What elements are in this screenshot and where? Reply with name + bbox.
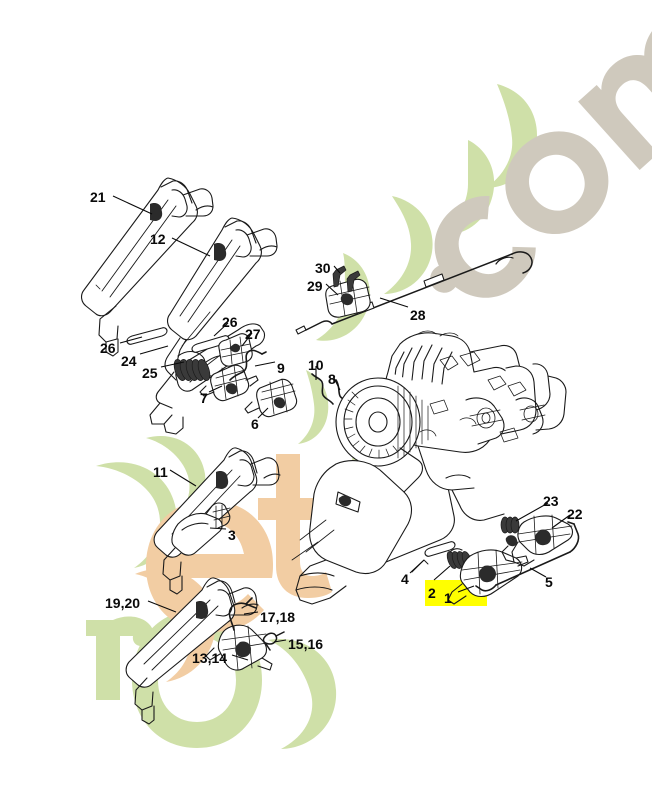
leader-1 bbox=[457, 585, 475, 593]
leader-25 bbox=[160, 361, 185, 368]
callout-label-11: 11 bbox=[153, 464, 168, 480]
part-handle-21 bbox=[81, 177, 214, 357]
callout-label-27: 27 bbox=[245, 326, 261, 342]
part-grommet-29 bbox=[325, 278, 371, 318]
callout-label-9: 9 bbox=[277, 360, 285, 376]
part-trigger-13-14 bbox=[205, 624, 273, 671]
part-spring-23 bbox=[500, 516, 520, 534]
callout-label-15-16: 15,16 bbox=[288, 636, 324, 652]
part-engine-housing bbox=[291, 330, 567, 605]
part-wire-17-18 bbox=[228, 597, 257, 631]
callout-label-1: 1 bbox=[444, 590, 452, 606]
leader-1920 bbox=[147, 600, 177, 613]
callout-label-26: 26 bbox=[100, 340, 116, 356]
part-pin-26-left bbox=[126, 327, 168, 345]
leader-1718 bbox=[243, 611, 259, 615]
callout-label-22: 22 bbox=[567, 506, 583, 522]
callout-label-17-18: 17,18 bbox=[260, 609, 296, 625]
leader-5 bbox=[529, 567, 547, 578]
callout-label-19-20: 19,20 bbox=[105, 595, 141, 611]
leader-8 bbox=[333, 377, 341, 391]
leader-23 bbox=[515, 502, 549, 522]
callout-label-2: 2 bbox=[428, 585, 436, 601]
callout-label-10: 10 bbox=[308, 357, 324, 373]
watermark-domain-text bbox=[430, 13, 652, 298]
part-screws-30 bbox=[332, 265, 361, 293]
leader-27 bbox=[241, 332, 253, 347]
part-handle-19-20 bbox=[125, 577, 259, 725]
leader-1516 bbox=[273, 639, 287, 643]
callout-label-7: 7 bbox=[200, 390, 208, 406]
leader-12 bbox=[171, 237, 211, 257]
callout-label-8: 8 bbox=[328, 371, 336, 387]
leader-21 bbox=[112, 195, 153, 215]
callout-label-3: 3 bbox=[228, 527, 236, 543]
leader-3 bbox=[209, 527, 227, 530]
part-spring-25 bbox=[173, 350, 221, 383]
leader-11 bbox=[169, 469, 197, 487]
callout-label-6: 6 bbox=[251, 416, 259, 432]
leader-7 bbox=[208, 385, 223, 393]
callout-label-30: 30 bbox=[315, 260, 331, 276]
callout-label-24: 24 bbox=[121, 353, 137, 369]
part-rod-5 bbox=[475, 521, 580, 592]
part-bracket-27 bbox=[218, 333, 253, 367]
callout-label-12: 12 bbox=[150, 231, 166, 247]
part-latch-3 bbox=[171, 502, 231, 556]
callout-label-28: 28 bbox=[410, 307, 426, 323]
leader-1314 bbox=[231, 654, 249, 661]
callout-label-25: 25 bbox=[142, 365, 158, 381]
part-wire-9 bbox=[229, 349, 267, 381]
callout-label-13-14: 13,14 bbox=[192, 650, 228, 666]
leader-9 bbox=[254, 361, 276, 367]
leader-24 bbox=[139, 345, 169, 355]
callout-label-4: 4 bbox=[401, 571, 409, 587]
part-wire-10 bbox=[311, 373, 334, 405]
leader-26a bbox=[119, 336, 143, 344]
callout-label-5: 5 bbox=[545, 574, 553, 590]
leader-26b bbox=[213, 322, 229, 337]
part-trigger-1-highlighted bbox=[447, 549, 529, 605]
callout-label-29: 29 bbox=[307, 278, 323, 294]
leader-2 bbox=[433, 565, 451, 581]
leader-28 bbox=[379, 297, 409, 308]
leader-22 bbox=[551, 514, 571, 529]
part-assembly-22 bbox=[501, 514, 574, 567]
leader-6 bbox=[257, 407, 269, 419]
part-lever-6 bbox=[244, 378, 298, 418]
leader-4 bbox=[409, 559, 425, 574]
callout-label-23: 23 bbox=[543, 493, 559, 509]
leader-29 bbox=[325, 283, 339, 296]
leader-30 bbox=[333, 265, 341, 274]
callout-label-21: 21 bbox=[90, 189, 106, 205]
callout-label-26: 26 bbox=[222, 314, 238, 330]
